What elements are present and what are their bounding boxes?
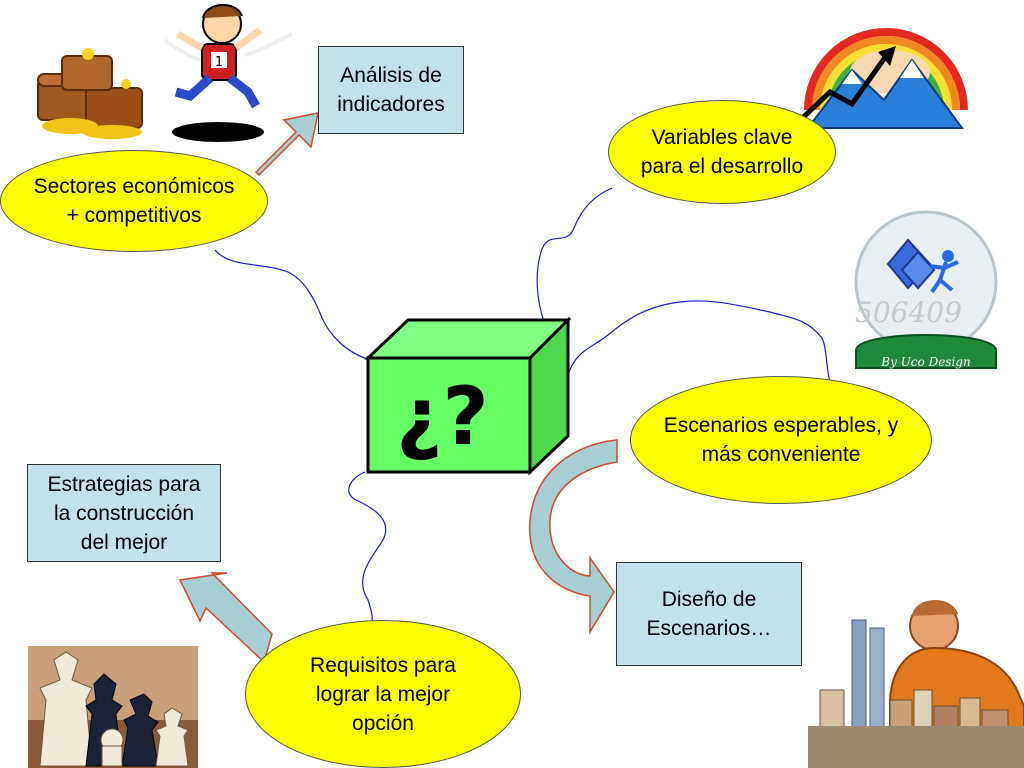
runner-winner-icon: 1 xyxy=(163,4,293,142)
cube-front-face xyxy=(366,356,532,474)
ellipse-variables-label: Variables clave para el desarrollo xyxy=(640,126,804,178)
treasure-chest-icon xyxy=(37,48,143,139)
arrow-to-design xyxy=(529,439,618,635)
center-question-mark: ¿? xyxy=(396,370,489,463)
box-design-label: Diseño de Escenarios… xyxy=(646,588,772,640)
center-cube xyxy=(364,316,572,476)
ellipse-scenarios-label: Escenarios esperables, y más conveniente xyxy=(663,414,899,466)
connector-requirements xyxy=(348,471,387,629)
ellipse-sectors-label: Sectores económicos + competitivos xyxy=(33,175,235,227)
ellipse-sectors[interactable]: Sectores económicos + competitivos xyxy=(0,150,268,252)
snow-globe-logo-icon: 506409 By Uco Design xyxy=(854,210,998,369)
rainbow-mountain-growth-icon xyxy=(794,28,968,129)
box-strategies[interactable]: Estrategias para la construcción del mej… xyxy=(27,464,221,562)
svg-text:506409: 506409 xyxy=(855,296,962,329)
svg-text:1: 1 xyxy=(215,55,223,70)
arrow-to-analysis xyxy=(254,112,319,177)
box-design[interactable]: Diseño de Escenarios… xyxy=(616,562,802,666)
box-analysis-label: Análisis de indicadores xyxy=(337,64,445,116)
arrow-to-strategies xyxy=(178,572,273,664)
svg-text:By Uco Design: By Uco Design xyxy=(880,355,970,369)
connector-scenarios xyxy=(567,300,831,383)
ellipse-scenarios[interactable]: Escenarios esperables, y más conveniente xyxy=(630,376,932,504)
connector-variables xyxy=(536,187,613,323)
ellipse-variables[interactable]: Variables clave para el desarrollo xyxy=(608,100,836,204)
ellipse-requirements-label: Requisitos para lograr la mejor opción xyxy=(310,653,456,735)
connector-lines xyxy=(214,187,831,629)
man-with-city-model-photo xyxy=(808,599,1024,768)
connector-sectors xyxy=(214,249,371,361)
ellipse-requirements[interactable]: Requisitos para lograr la mejor opción xyxy=(245,620,521,768)
box-strategies-label: Estrategias para la construcción del mej… xyxy=(47,472,201,554)
box-analysis[interactable]: Análisis de indicadores xyxy=(318,46,464,134)
chess-pieces-photo xyxy=(28,646,198,768)
